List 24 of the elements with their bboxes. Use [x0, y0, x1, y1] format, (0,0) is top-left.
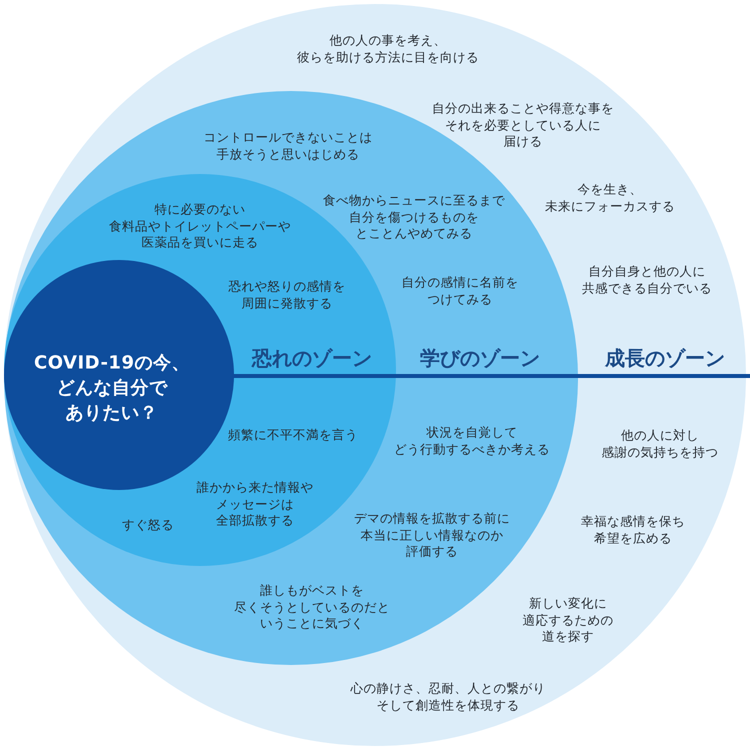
behavior-text: 誰しもがベストを尽くそうとしているのだということに気づく	[234, 582, 390, 632]
behavior-text: デマの情報を拡散する前に本当に正しい情報なのか評価する	[354, 510, 510, 560]
behavior-text: コントロールできないことは手放そうと思いはじめる	[204, 130, 372, 162]
behavior-text: 恐れや怒りの感情を周囲に発散する	[228, 278, 346, 312]
behavior-text: 自分の出来ることや得意な事をそれを必要としている人に届ける	[432, 100, 614, 150]
behavior-text: 幸福な感情を保ち希望を広める	[581, 514, 685, 546]
behavior-text: 自分の感情に名前をつけてみる	[402, 274, 518, 308]
behavior-text: 今を生き、未来にフォーカスする	[545, 182, 675, 214]
behavior-text: 食べ物からニュースに至るまで自分を傷つけるものをとことんやめてみる	[323, 192, 505, 242]
zone-circle	[4, 4, 746, 746]
zone-label: 学びのゾーン	[420, 346, 540, 370]
behavior-text: 心の静けさ、忍耐、人との繋がりそして創造性を体現する	[350, 680, 546, 714]
behavior-text: 頻繁に不平不満を言う	[228, 426, 358, 444]
behavior-text: 誰かから来た情報やメッセージは全部拡散する	[196, 479, 314, 529]
behavior-text: すぐ怒る	[122, 516, 174, 534]
zone-label: 成長のゾーン	[605, 346, 725, 370]
behavior-text: 他の人に対し感謝の気持ちを持つ	[602, 428, 718, 460]
core-question: COVID-19の今、どんな自分でありたい？	[34, 352, 190, 426]
behavior-text: 状況を自覚してどう行動するべきか考える	[394, 424, 550, 458]
zone-label: 恐れのゾーン	[252, 346, 372, 370]
behavior-text: 特に必要のない食料品やトイレットペーパーや医薬品を買いに走る	[109, 201, 291, 251]
behavior-text: 新しい変化に適応するための道を探す	[522, 595, 614, 645]
behavior-text: 自分自身と他の人に共感できる自分でいる	[582, 264, 712, 296]
behavior-text: 他の人の事を考え、彼らを助ける方法に目を向ける	[297, 32, 479, 66]
